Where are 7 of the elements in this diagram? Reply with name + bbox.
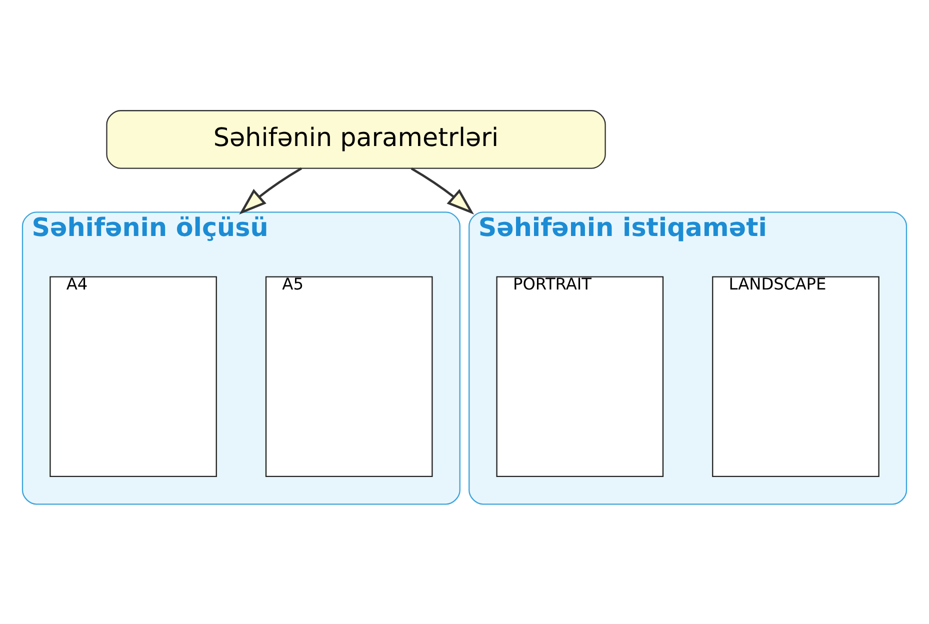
node-box: PORTRAIT (496, 276, 664, 478)
arrow (239, 167, 302, 214)
node-box: A5 (265, 276, 433, 478)
node-box: A4 (50, 276, 217, 478)
node-box: LANDSCAPE (712, 276, 880, 478)
node-box: Səhifənin parametrləri (106, 110, 606, 169)
arrow (410, 167, 474, 214)
